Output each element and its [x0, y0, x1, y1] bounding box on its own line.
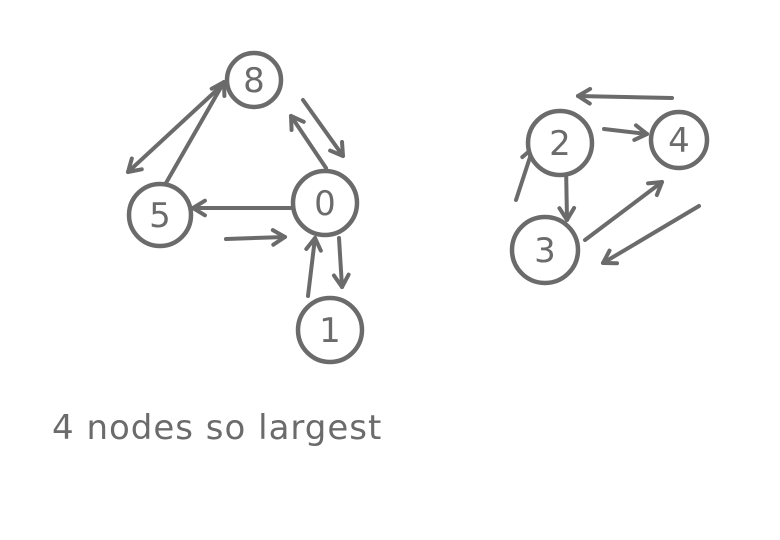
node-circle — [648, 109, 710, 171]
edge-0-to-5 — [191, 198, 299, 218]
arrowhead — [557, 205, 577, 222]
node-3: 3 — [509, 214, 581, 286]
arrowhead — [126, 156, 144, 174]
edges-layer — [126, 80, 701, 298]
node-label: 2 — [549, 124, 571, 164]
node-label: 3 — [534, 231, 556, 271]
node-circle — [126, 181, 194, 249]
edge-8-to-5 — [126, 86, 221, 174]
edge-line — [583, 180, 664, 242]
node-8: 8 — [224, 50, 284, 110]
node-circle — [290, 168, 360, 238]
arrowhead — [304, 236, 323, 253]
edge-8-to-0 — [301, 98, 345, 158]
arrowhead — [191, 198, 207, 218]
edge-4-to-2 — [576, 86, 674, 106]
node-0: 0 — [290, 168, 360, 238]
arrowhead — [209, 80, 227, 98]
edge-line — [164, 80, 226, 185]
arrowhead — [576, 86, 593, 106]
nodes-layer: 8 0 5 1 2 4 3 — [126, 50, 710, 365]
arrowhead — [328, 140, 345, 158]
edge-line — [337, 236, 344, 289]
edge-line — [306, 236, 317, 298]
node-5: 5 — [126, 181, 194, 249]
arrowhead — [601, 248, 619, 266]
edge-4-to-3 — [601, 204, 701, 266]
node-1: 1 — [295, 295, 365, 365]
edge-line — [602, 127, 649, 136]
arrowhead — [289, 114, 306, 132]
arrowhead — [646, 180, 664, 198]
edge-line — [301, 98, 345, 158]
node-circle — [224, 50, 284, 110]
edge-2-to-4 — [602, 123, 649, 142]
node-circle — [525, 108, 595, 178]
edge-0-to-8 — [289, 114, 328, 170]
node-circle — [509, 214, 581, 286]
edge-5-to-8 — [164, 80, 227, 185]
node-circle — [295, 295, 365, 365]
edge-line — [576, 94, 674, 100]
edge-line — [601, 204, 701, 265]
caption-note: 4 nodes so largest — [52, 408, 383, 448]
edge-0-to-1 — [331, 236, 351, 289]
node-2: 2 — [525, 108, 595, 178]
edge-line — [224, 235, 287, 241]
node-label: 1 — [319, 311, 341, 351]
node-label: 0 — [314, 184, 336, 224]
node-label: 5 — [149, 196, 171, 236]
edge-3-to-4 — [583, 180, 664, 242]
edge-5-to-0 — [224, 228, 287, 247]
edge-1-to-0 — [304, 236, 323, 298]
arrowhead — [632, 123, 649, 142]
node-4: 4 — [648, 109, 710, 171]
arrowhead — [331, 272, 351, 289]
node-label: 8 — [243, 61, 265, 101]
edge-line — [289, 114, 328, 170]
arrowhead — [270, 228, 287, 247]
edge-line — [126, 86, 221, 174]
node-label: 4 — [668, 121, 690, 161]
